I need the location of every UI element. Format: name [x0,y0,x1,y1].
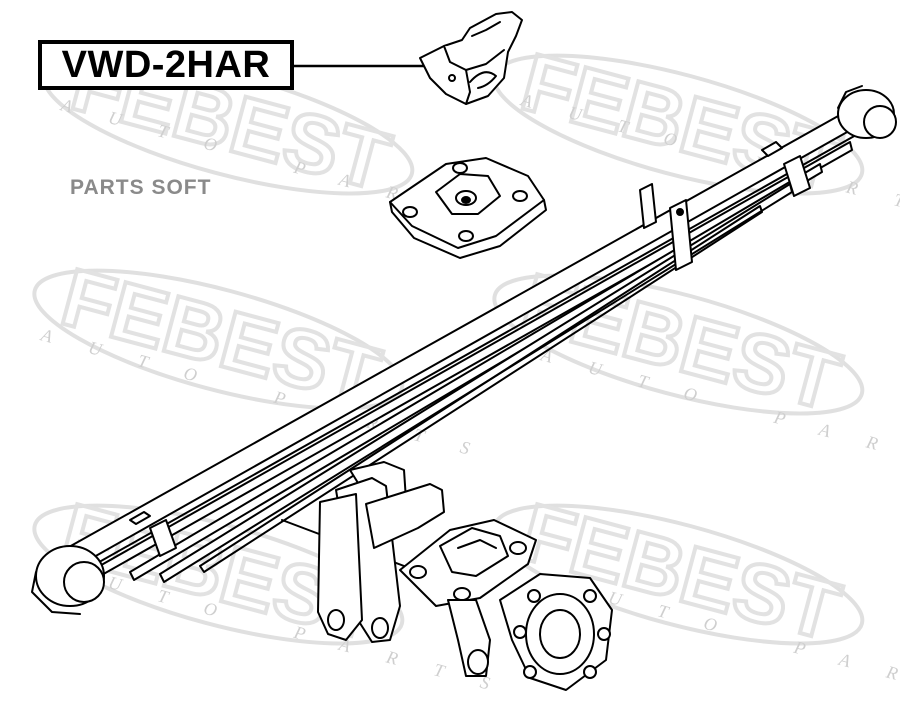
spring-seat-plate [389,157,547,259]
parts-soft-watermark: PARTS SOFT [70,176,212,199]
part-number-label: VWD-2HAR [38,40,294,90]
axle-housing-with-brackets [281,461,613,691]
bump-stop-rubber [419,11,523,105]
leaf-spring [31,85,897,615]
